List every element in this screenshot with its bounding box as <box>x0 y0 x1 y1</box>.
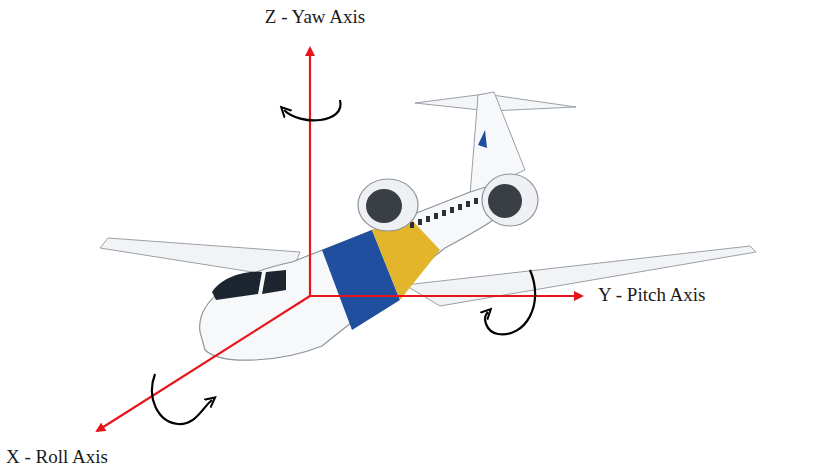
pitch-axis-label: Y - Pitch Axis <box>598 284 706 307</box>
yaw-axis-label: Z - Yaw Axis <box>265 6 365 29</box>
cockpit-window <box>212 272 262 300</box>
left-engine <box>358 179 418 231</box>
engine-intake <box>488 184 522 218</box>
right-engine <box>482 174 538 226</box>
cockpit-window <box>262 270 286 294</box>
yaw-rotation-arrow <box>284 100 341 120</box>
roll-rotation-arrow <box>152 374 212 424</box>
fuselage <box>200 178 525 360</box>
y-axis <box>310 295 582 297</box>
pitch-rotation-arrow <box>485 270 535 334</box>
x-axis <box>97 296 310 431</box>
tail-logo <box>478 130 487 148</box>
cabin-windows <box>410 195 486 228</box>
z-axis <box>309 48 311 296</box>
engine-intake <box>366 189 402 223</box>
roll-axis-label: X - Roll Axis <box>6 446 108 469</box>
